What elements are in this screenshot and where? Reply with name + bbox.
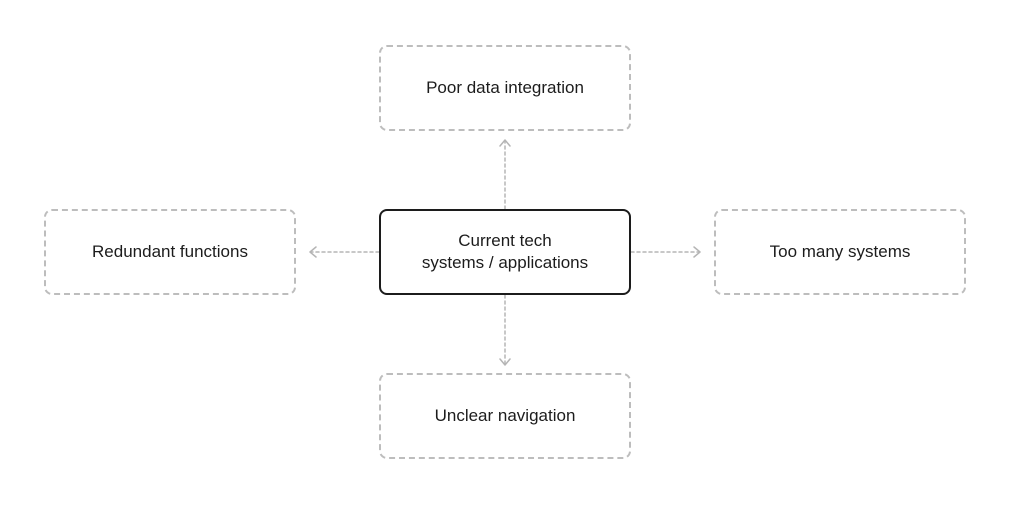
node-label: Unclear navigation [434, 406, 576, 425]
node-label: Too many systems [769, 242, 911, 261]
arrowhead-right-icon [693, 246, 701, 258]
arrowhead-top-icon [499, 139, 511, 147]
center-label: Current tech systems / applications [422, 230, 588, 274]
node-unclear-navigation: Unclear navigation [379, 373, 631, 459]
node-too-many-systems: Too many systems [714, 209, 966, 295]
node-current-tech-systems: Current tech systems / applications [379, 209, 631, 295]
node-label: Redundant functions [92, 242, 248, 261]
center-label-line1: Current tech [458, 231, 552, 250]
node-redundant-functions: Redundant functions [44, 209, 296, 295]
node-poor-data-integration: Poor data integration [379, 45, 631, 131]
arrowhead-left-icon [309, 246, 317, 258]
arrowhead-bottom-icon [499, 358, 511, 366]
node-label: Poor data integration [426, 78, 584, 97]
center-label-line2: systems / applications [421, 253, 589, 272]
